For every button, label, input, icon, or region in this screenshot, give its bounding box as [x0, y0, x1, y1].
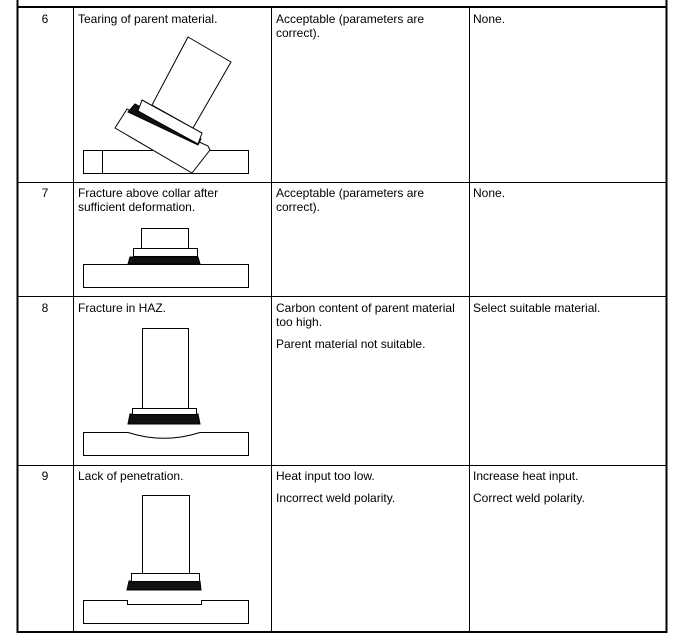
cause: Carbon content of parent material too hi… [276, 301, 455, 329]
remedy: Select suitable material. [473, 301, 601, 315]
cause: Acceptable (parameters are correct). [276, 186, 425, 214]
row-number: 7 [41, 186, 49, 200]
row-number: 6 [41, 12, 49, 26]
defect-description: Tearing of parent material. [78, 12, 218, 26]
illustration-row-7 [83, 228, 249, 288]
cause: Incorrect weld polarity. [276, 491, 396, 505]
defect-description: Fracture above collar after sufficient d… [78, 186, 219, 214]
remedy: None. [473, 186, 506, 200]
cause: Acceptable (parameters are correct). [276, 12, 425, 40]
row-number: 9 [41, 469, 49, 483]
row-number: 8 [41, 301, 49, 315]
cause: Heat input too low. [276, 469, 375, 483]
cause: Parent material not suitable. [276, 337, 426, 351]
illustration-row-8 [83, 328, 249, 456]
remedy: Increase heat input. [473, 469, 579, 483]
defect-description: Fracture in HAZ. [78, 301, 167, 315]
illustration-row-9 [83, 495, 249, 624]
defect-description: Lack of penetration. [78, 469, 184, 483]
remedy: None. [473, 12, 506, 26]
illustration-row-6 [83, 36, 249, 174]
remedy: Correct weld polarity. [473, 491, 585, 505]
